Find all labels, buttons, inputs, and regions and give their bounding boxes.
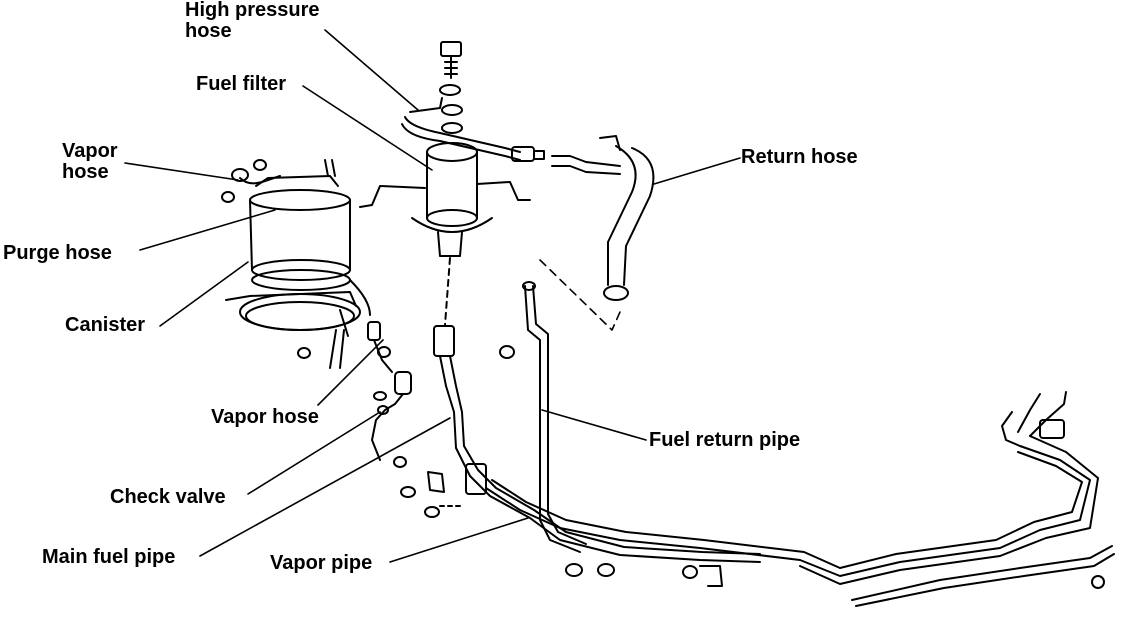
label-return-hose: Return hose [741, 146, 858, 168]
leader-check-valve [247, 411, 381, 495]
leader-vapor-hose-top [124, 162, 239, 181]
leader-main-fuel-pipe [199, 417, 451, 557]
leader-fuel-filter [302, 85, 433, 171]
leader-lines [124, 29, 741, 563]
leader-purge-hose [139, 209, 276, 251]
label-high-pressure-hose: High pressure hose [185, 0, 320, 42]
label-vapor-pipe: Vapor pipe [270, 552, 373, 574]
leader-vapor-hose-mid [317, 339, 384, 406]
fuel-return-pipe-part [499, 281, 587, 553]
canister-part [221, 159, 371, 369]
main-fuel-pipe-part [400, 325, 761, 563]
high-pressure-hose-part [401, 97, 545, 162]
label-vapor-hose-mid: Vapor hose [211, 406, 319, 428]
label-fuel-return-pipe: Fuel return pipe [649, 429, 801, 451]
return-hose-part [539, 135, 655, 331]
leader-return-hose [653, 157, 741, 185]
leader-canister [159, 261, 249, 327]
vapor-hose-check-valve-part [367, 321, 412, 468]
leader-vapor-pipe [389, 517, 529, 563]
label-vapor-hose-top: Vapor hose [62, 140, 118, 183]
leader-fuel-return-pipe [541, 409, 647, 441]
fuel-filter-part [359, 41, 531, 326]
label-purge-hose: Purge hose [3, 242, 112, 264]
label-check-valve: Check valve [110, 486, 226, 508]
leader-high-pressure-hose [324, 29, 419, 111]
label-fuel-filter: Fuel filter [196, 73, 287, 95]
label-main-fuel-pipe: Main fuel pipe [42, 546, 176, 568]
vapor-pipe-part [485, 391, 1115, 607]
label-canister: Canister [65, 314, 146, 336]
